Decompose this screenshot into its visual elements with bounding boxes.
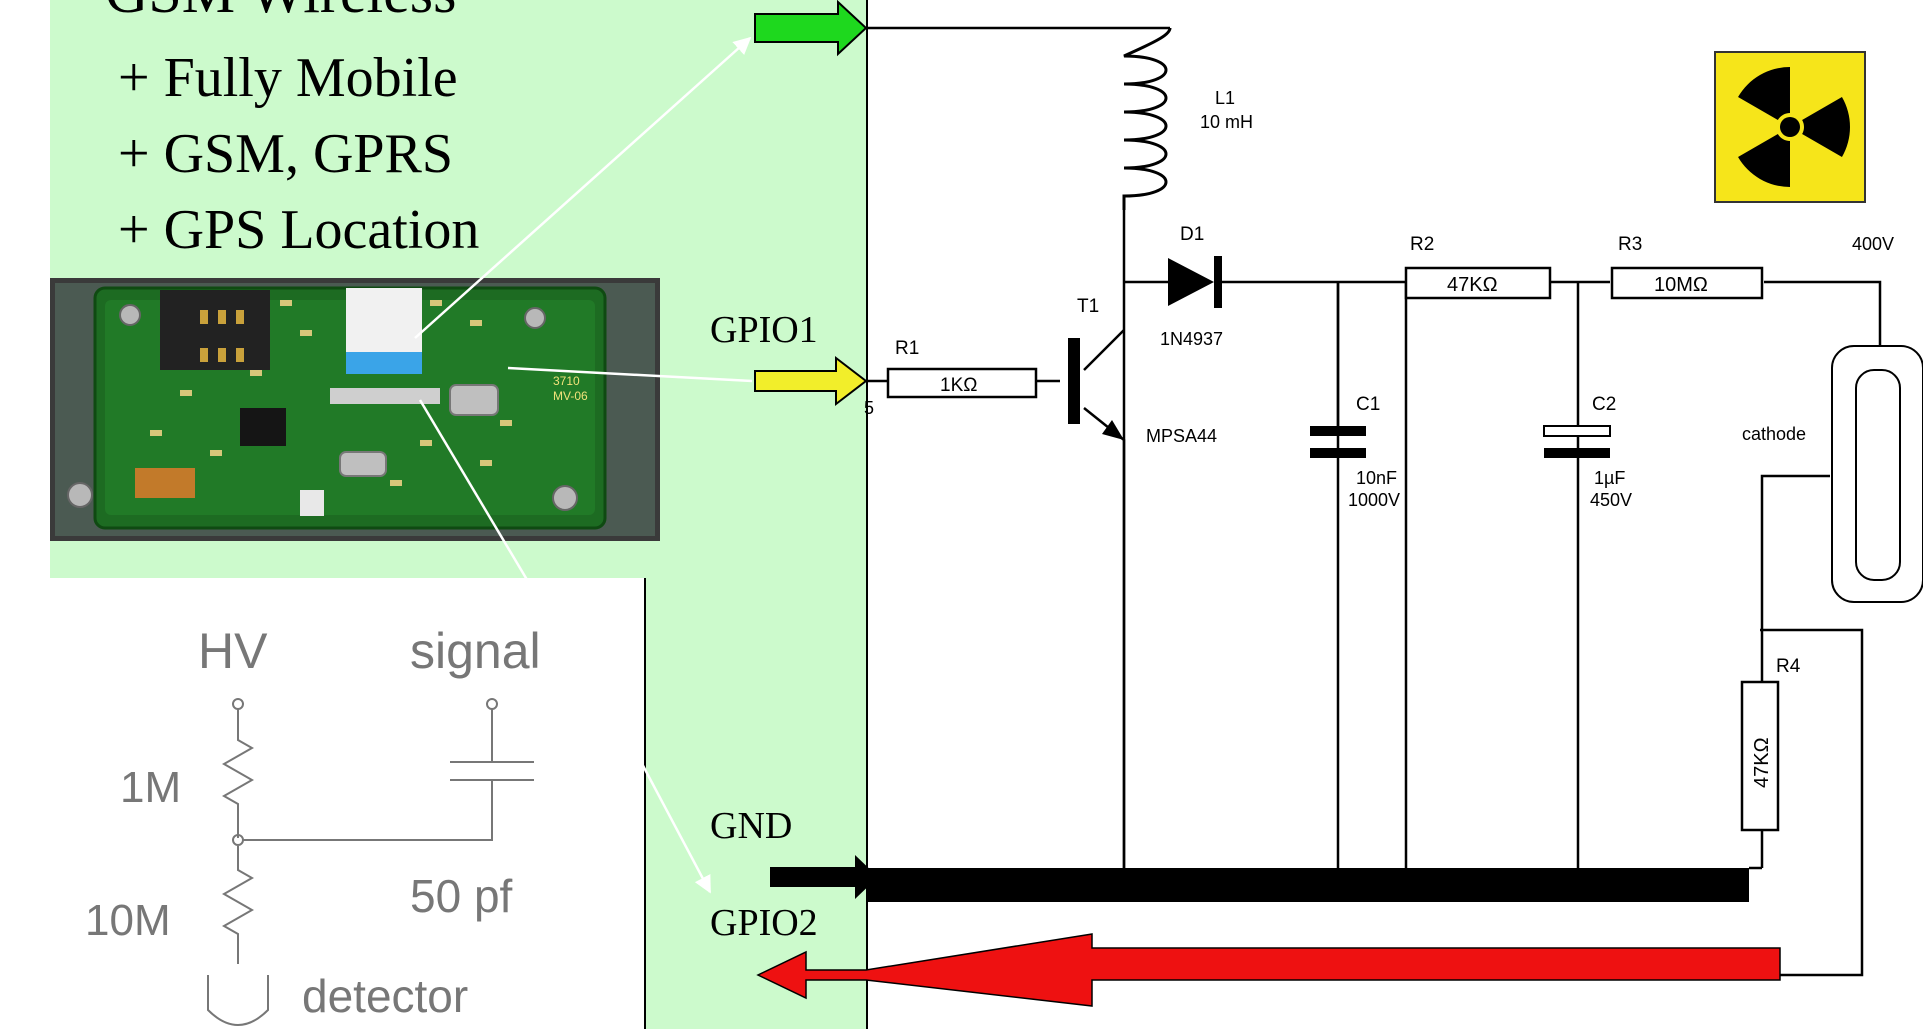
r2-name: R2 bbox=[1410, 234, 1434, 255]
slide-title: GSM Wireless bbox=[105, 0, 456, 25]
bullet-gps-location: + GPS Location bbox=[118, 199, 479, 261]
capacitor-c1: C1 10nF 1000V bbox=[1310, 282, 1400, 510]
c1-value: 10nF bbox=[1356, 468, 1397, 488]
board-marking: 3710 bbox=[553, 374, 580, 388]
detector-sketch: HV signal 1M 10M 50 pf detector bbox=[70, 612, 630, 1029]
l1-value: 10 mH bbox=[1200, 112, 1253, 132]
gpio1-label: GPIO1 bbox=[710, 309, 818, 351]
pointer-lines bbox=[414, 36, 753, 894]
d1-part: 1N4937 bbox=[1160, 329, 1223, 349]
hv-supply-arrow bbox=[754, 0, 868, 57]
gsm-board-photo: 3710 MV-06 bbox=[50, 278, 660, 541]
r1-name: R1 bbox=[895, 338, 919, 359]
r4-value: 47KΩ bbox=[1751, 737, 1773, 788]
sketch-1m-label: 1M bbox=[120, 763, 181, 812]
ground-bus bbox=[866, 868, 1749, 902]
bullet-gsm-gprs: + GSM, GPRS bbox=[118, 123, 453, 185]
transistor-t1: T1 MPSA44 bbox=[1068, 296, 1217, 446]
t1-part: MPSA44 bbox=[1146, 426, 1217, 446]
r3-value: 10MΩ bbox=[1654, 274, 1708, 296]
t1-name: T1 bbox=[1077, 296, 1099, 317]
resistor-r4: R4 47KΩ bbox=[1740, 656, 1801, 832]
r4-name: R4 bbox=[1776, 656, 1801, 677]
sketch-detector-label: detector bbox=[302, 970, 468, 1022]
c1-rating: 1000V bbox=[1348, 490, 1400, 510]
d1-name: D1 bbox=[1180, 224, 1204, 245]
gpio2-signal-arrow bbox=[756, 933, 1781, 1007]
l1-name: L1 bbox=[1215, 88, 1235, 108]
gnd-label: GND bbox=[710, 805, 792, 847]
c2-value: 1µF bbox=[1594, 468, 1625, 488]
bullet-fully-mobile: + Fully Mobile bbox=[118, 47, 458, 109]
c2-name: C2 bbox=[1592, 394, 1616, 415]
gpio2-label: GPIO2 bbox=[710, 902, 818, 944]
capacitor-c2: C2 1µF 450V bbox=[1543, 394, 1632, 510]
edge-mark: 5 bbox=[864, 398, 874, 418]
r1-value: 1KΩ bbox=[940, 375, 977, 396]
gnd-arrow bbox=[770, 855, 878, 899]
resistor-r2: R2 47KΩ bbox=[1404, 234, 1578, 300]
geiger-tube: cathode bbox=[1742, 345, 1923, 603]
r2-value: 47KΩ bbox=[1447, 274, 1498, 296]
radiation-icon bbox=[1714, 51, 1866, 203]
r3-name: R3 bbox=[1618, 234, 1642, 255]
sketch-hv-label: HV bbox=[198, 623, 268, 679]
c2-rating: 450V bbox=[1590, 490, 1632, 510]
svg-text:MV-06: MV-06 bbox=[553, 389, 588, 403]
inductor-l1: L1 10 mH bbox=[1122, 27, 1253, 210]
gpio1-arrow bbox=[754, 355, 868, 407]
resistor-r1: R1 1KΩ 5 bbox=[864, 338, 1038, 418]
cathode-label: cathode bbox=[1742, 424, 1806, 444]
diode-d1: D1 1N4937 bbox=[1160, 224, 1223, 349]
hv-400v-label: 400V bbox=[1852, 234, 1894, 254]
sketch-cap-label: 50 pf bbox=[410, 870, 513, 922]
c1-name: C1 bbox=[1356, 394, 1380, 415]
sketch-10m-label: 10M bbox=[85, 896, 171, 945]
sketch-signal-label: signal bbox=[410, 623, 541, 679]
resistor-r3: R3 10MΩ 400V bbox=[1610, 234, 1894, 300]
